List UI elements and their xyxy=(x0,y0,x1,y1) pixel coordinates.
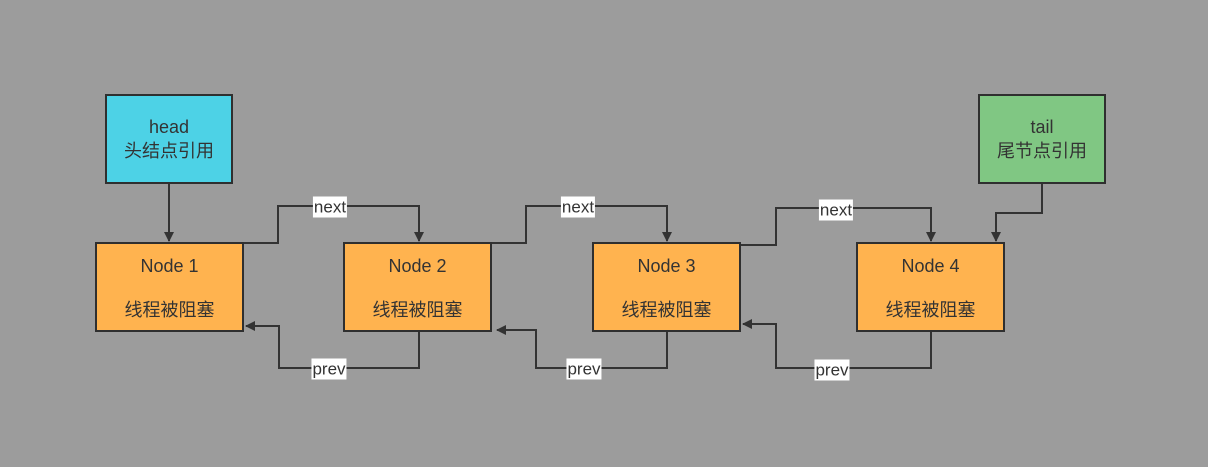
tail-description: 尾节点引用 xyxy=(997,141,1087,161)
head-reference-box: head 头结点引用 xyxy=(105,94,233,184)
next-arrow-1 xyxy=(243,205,424,244)
node-3: Node 3 线程被阻塞 xyxy=(592,242,741,332)
tail-label: tail xyxy=(1030,117,1054,137)
node-4: Node 4 线程被阻塞 xyxy=(856,242,1005,332)
node-1-status: 线程被阻塞 xyxy=(124,300,215,320)
next-label-1: next xyxy=(312,196,348,218)
prev-label-2: prev xyxy=(566,358,602,380)
node-1-title: Node 1 xyxy=(140,256,199,276)
node-1: Node 1 线程被阻塞 xyxy=(95,242,244,332)
prev-arrow-3 xyxy=(742,319,932,369)
prev-label-3: prev xyxy=(814,359,850,381)
head-label: head xyxy=(148,117,190,137)
node-4-title: Node 4 xyxy=(901,256,960,276)
next-label-3: next xyxy=(818,199,854,221)
prev-label-1: prev xyxy=(311,358,347,380)
next-arrow-2 xyxy=(491,205,672,244)
node-3-status: 线程被阻塞 xyxy=(621,300,712,320)
node-2-title: Node 2 xyxy=(388,256,447,276)
next-label-2: next xyxy=(560,196,596,218)
node-2: Node 2 线程被阻塞 xyxy=(343,242,492,332)
node-2-status: 线程被阻塞 xyxy=(372,300,463,320)
prev-arrow-2 xyxy=(496,325,668,369)
tail-reference-box: tail 尾节点引用 xyxy=(978,94,1106,184)
node-4-status: 线程被阻塞 xyxy=(885,300,976,320)
prev-arrow-1 xyxy=(245,321,420,369)
tail-pointer-arrow xyxy=(991,183,1043,242)
head-description: 头结点引用 xyxy=(124,141,214,161)
node-3-title: Node 3 xyxy=(637,256,696,276)
next-arrow-3 xyxy=(740,207,936,246)
